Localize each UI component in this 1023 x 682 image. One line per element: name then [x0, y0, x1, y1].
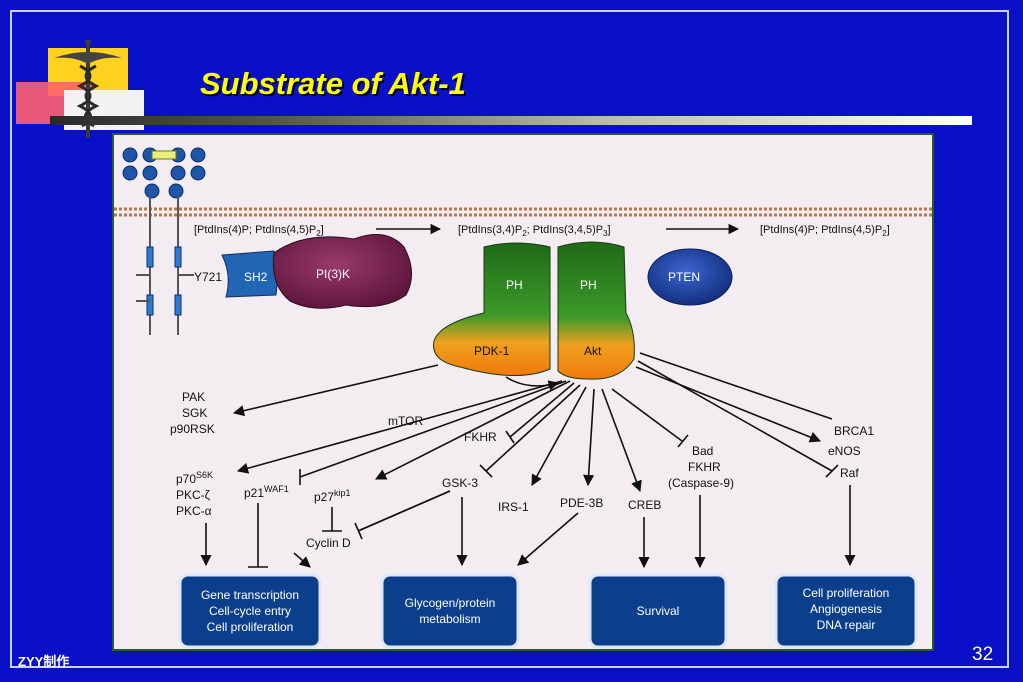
svg-text:[PtdIns(4)P; PtdIns(4,5)P2]: [PtdIns(4)P; PtdIns(4,5)P2] [760, 224, 890, 238]
pten-phosphatase: PTEN [647, 248, 733, 306]
footer-credit: ZYY制作 [18, 654, 70, 669]
raf-label: Raf [840, 466, 859, 480]
caduceus-logo [16, 40, 144, 138]
p27-label: p27 [314, 490, 334, 504]
cyclin-d-inhibition-bar [354, 522, 363, 540]
svg-text:[PtdIns(3,4)P2; PtdIns(3,4,5)P: [PtdIns(3,4)P2; PtdIns(3,4,5)P3] [458, 224, 611, 238]
brca1-label: BRCA1 [834, 424, 874, 438]
svg-text:p70S6K: p70S6K [176, 470, 213, 486]
lipid-right: [PtdIns(4)P; PtdIns(4,5)P [760, 224, 882, 236]
p70-sup: S6K [196, 470, 213, 480]
p21-label: p21 [244, 486, 264, 500]
outcome-4-line-3: DNA repair [817, 618, 876, 632]
lipid-middle-a-sub: 2 [522, 229, 527, 238]
pak-label: PAK [182, 390, 205, 404]
pde3b-label: PDE-3B [560, 496, 603, 510]
secondary-arrows [200, 485, 856, 569]
pten-label: PTEN [668, 270, 700, 284]
cyclin-d-inhibition [357, 490, 451, 532]
pdk1-label: PDK-1 [474, 344, 510, 358]
akt-ph-label: PH [580, 278, 597, 292]
receptor-site-label: Y721 [194, 270, 222, 284]
outcome-1-line-1: Gene transcription [201, 588, 299, 602]
enos-label: eNOS [828, 444, 861, 458]
gsk3-label: GSK-3 [442, 476, 478, 490]
outcome-1-line-2: Cell-cycle entry [209, 604, 291, 618]
lipid-left: [PtdIns(4)P; PtdIns(4,5)P [194, 224, 316, 236]
pdk1-ph-label: PH [506, 278, 523, 292]
bad-label: Bad [692, 444, 713, 458]
outcome-box-2: Glycogen/protein metabolism [380, 573, 520, 649]
caspase9-label: (Caspase-9) [668, 476, 734, 490]
pkc-zeta-label: PKC-ζ [176, 488, 211, 502]
akt-label: Akt [584, 344, 602, 358]
outcome-box-3: Survival [588, 573, 728, 649]
outcome-1-line-3: Cell proliferation [207, 620, 294, 634]
fkhr-label: FKHR [464, 430, 497, 444]
p70-label: p70 [176, 472, 196, 486]
cell-membrane [114, 207, 932, 217]
lipid-middle-b-sub: 3 [603, 229, 608, 238]
title-divider [50, 116, 972, 125]
outcome-4-line-1: Cell proliferation [803, 586, 890, 600]
p27-sup: kip1 [334, 488, 351, 498]
svg-text:p21WAF1: p21WAF1 [244, 484, 289, 500]
p21-sup: WAF1 [264, 484, 289, 494]
lipid-right-sub: 2 [882, 229, 887, 238]
akt-kinase: PH Akt [557, 241, 635, 380]
slide-number: 32 [972, 644, 994, 665]
pi3k-label: PI(3)K [316, 267, 350, 281]
outcome-2-line-1: Glycogen/protein [405, 596, 496, 610]
slide-title: Substrate of Akt-1 [200, 66, 466, 101]
lipid-middle-a: [PtdIns(3,4)P [458, 224, 522, 236]
creb-label: CREB [628, 498, 661, 512]
outcome-4-line-2: Angiogenesis [810, 602, 882, 616]
cyclin-d-label: Cyclin D [306, 536, 351, 550]
lipid-middle-close: ] [608, 224, 611, 236]
svg-text:p27kip1: p27kip1 [314, 488, 351, 504]
receptor: Y721 [122, 147, 242, 335]
lipid-right-close: ] [887, 224, 890, 236]
irs1-label: IRS-1 [498, 500, 529, 514]
p90rsk-label: p90RSK [170, 422, 215, 436]
pi3k-complex: SH2 PI(3)K [221, 234, 412, 309]
membrane-lipid-labels: [PtdIns(4)P; PtdIns(4,5)P2] [PtdIns(3,4)… [194, 224, 890, 238]
outcome-2-line-2: metabolism [419, 612, 480, 626]
sh2-label: SH2 [244, 270, 268, 284]
akt-output-arrows [232, 352, 839, 493]
lipid-left-close: ] [321, 224, 324, 236]
pkc-alpha-label: PKC-α [176, 504, 212, 518]
akt-pathway-diagram: Y721 SH2 PI(3)K [PtdIns(4)P; PtdIns(4,5)… [112, 133, 934, 651]
outcome-box-1: Gene transcription Cell-cycle entry Cell… [178, 573, 322, 649]
lipid-left-sub: 2 [316, 229, 321, 238]
outcome-box-4: Cell proliferation Angiogenesis DNA repa… [774, 573, 918, 649]
mtor-label: mTOR [388, 414, 423, 428]
outcome-3-line-1: Survival [637, 604, 680, 618]
sgk-label: SGK [182, 406, 207, 420]
slide-frame [10, 10, 1009, 668]
substrate-labels: PAK SGK p90RSK mTOR p70S6K PKC-ζ PKC-α p… [170, 390, 874, 550]
pdk1-kinase: PH PDK-1 [433, 242, 551, 376]
svg-text:[PtdIns(4)P; PtdIns(4,5)P2]: [PtdIns(4)P; PtdIns(4,5)P2] [194, 224, 324, 238]
fkhr2-label: FKHR [688, 460, 721, 474]
lipid-middle-b: ; PtdIns(3,4,5)P [527, 224, 603, 236]
